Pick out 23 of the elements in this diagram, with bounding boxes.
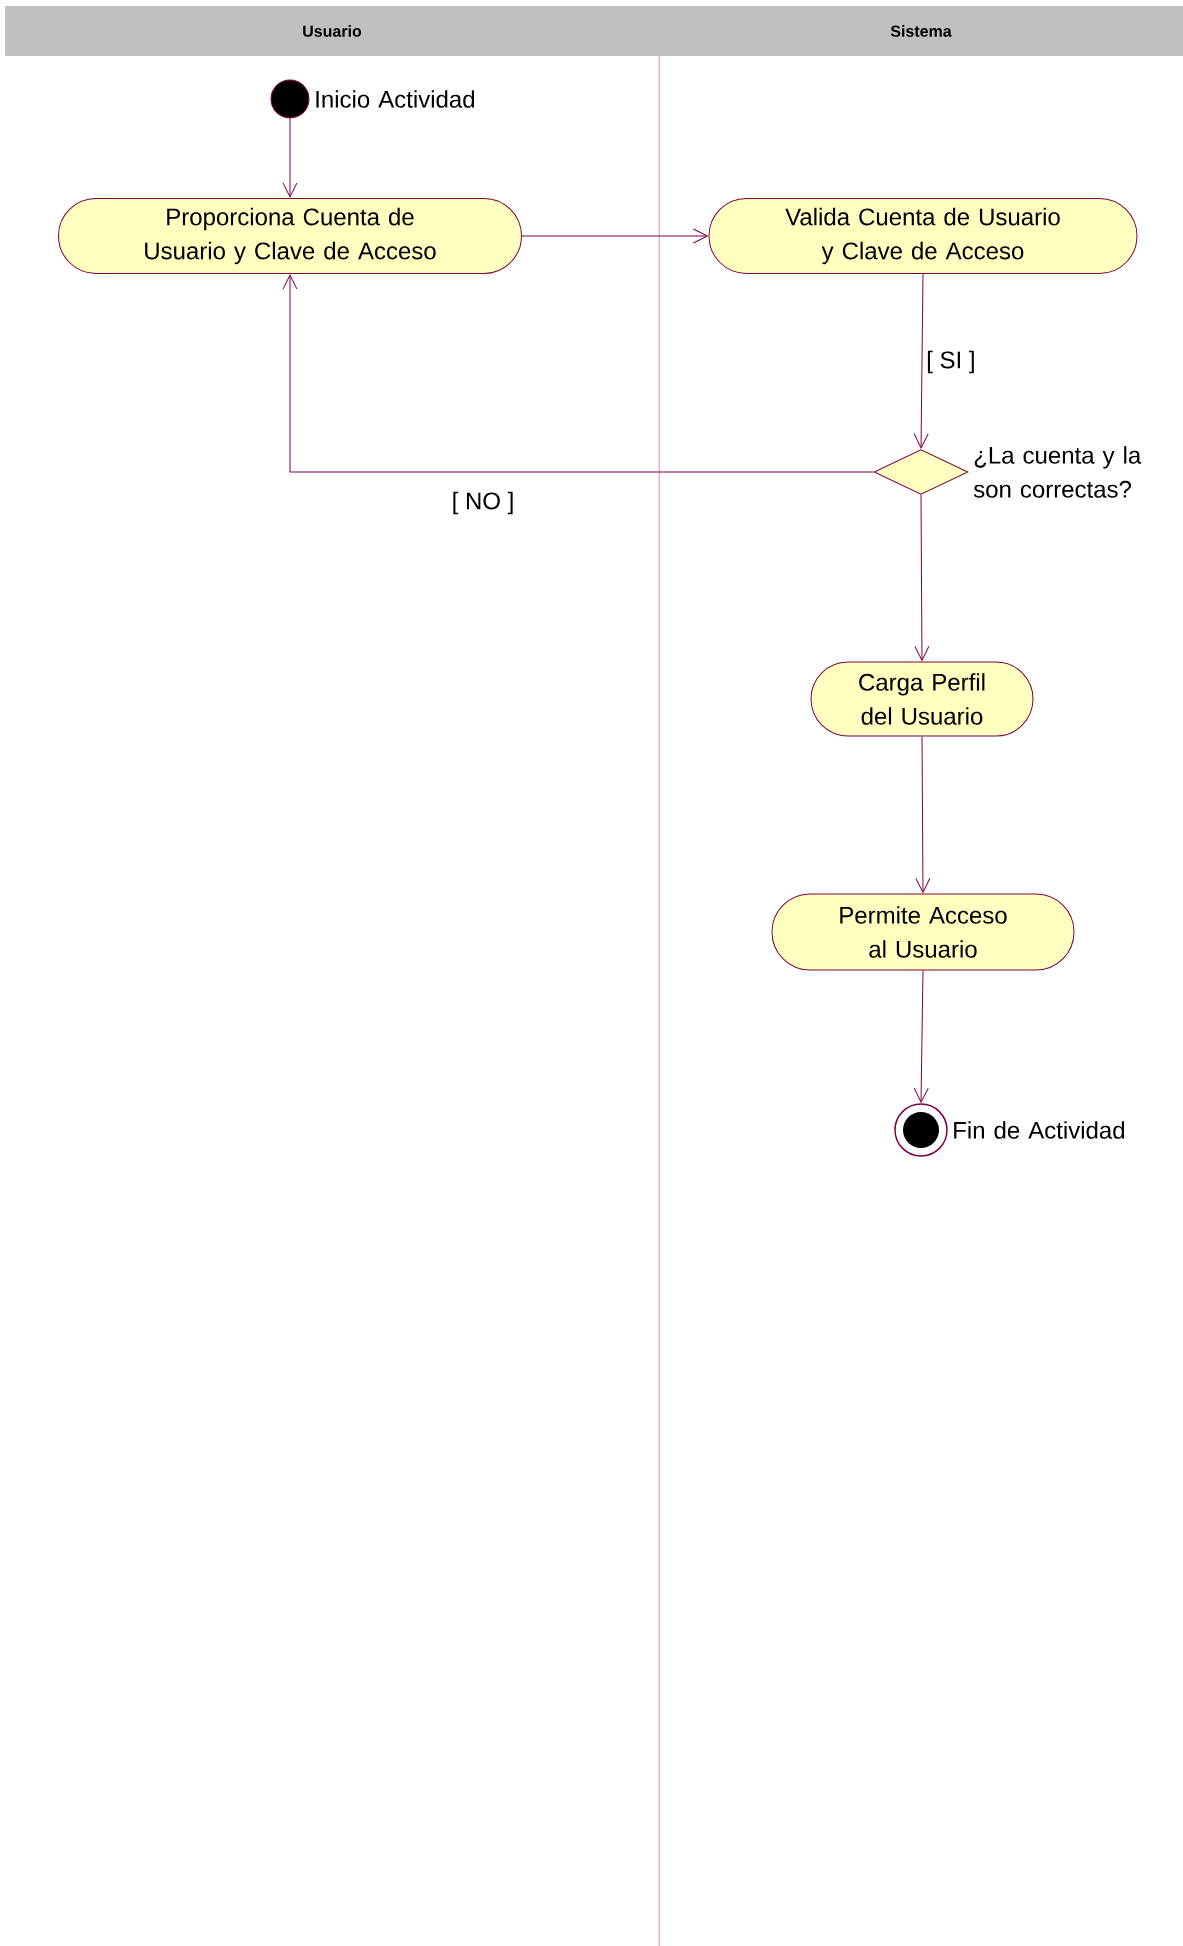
node-label: Usuario [303, 25, 362, 37]
lane-header: Usuario [5, 6, 659, 56]
activity-box: Carga Perfil del Usuario [810, 661, 1034, 737]
edge-label: [ SI ] [925, 349, 977, 375]
activity-box: Permite Acceso al Usuario [771, 893, 1075, 971]
end-circle [894, 1103, 948, 1157]
node-label: Sistema [890, 25, 952, 37]
arrow [521, 228, 708, 244]
lane-header: Sistema [659, 6, 1183, 56]
activity-box: Valida Cuenta de Usuario y Clave de Acceso [708, 198, 1138, 274]
activity-box: Proporciona Cuenta de Usuario y Clave de Acceso [58, 198, 522, 274]
node-label: Fin de Actividad [954, 1121, 1124, 1139]
node-label: Inicio Actividad [316, 90, 474, 108]
arrow [914, 494, 930, 661]
arrow [913, 970, 929, 1103]
node-label: ¿La cuenta y la son correctas? [973, 446, 1142, 498]
arrow [282, 118, 298, 198]
arrow [915, 736, 931, 893]
start-circle [270, 79, 310, 119]
edge-label: [ NO ] [450, 490, 516, 516]
decision-diamond [873, 449, 969, 495]
arrow [282, 274, 874, 473]
arrow [913, 273, 929, 449]
